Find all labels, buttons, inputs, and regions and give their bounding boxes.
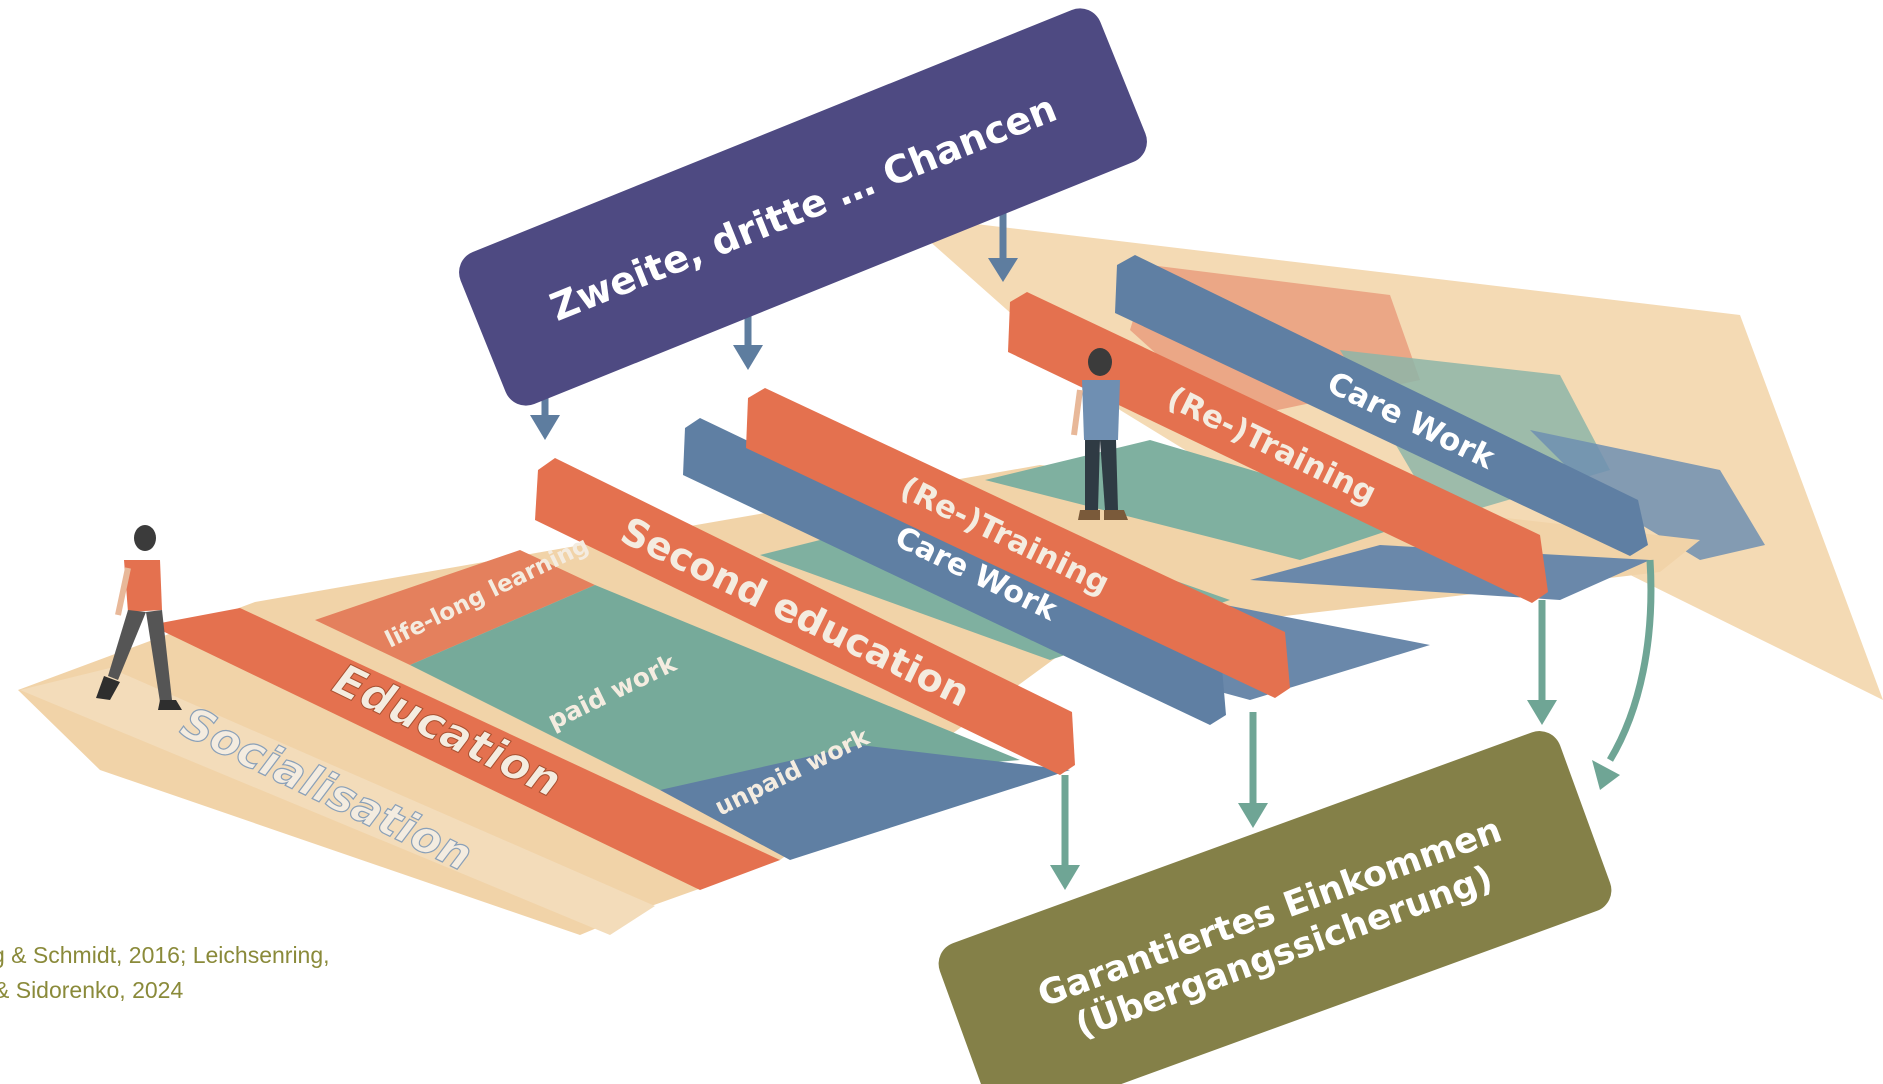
background-blue-sail [1530,430,1765,560]
retraining-wall-2 [1008,292,1548,603]
walking-woman-figure [96,525,182,710]
citation-line-2: & Sidorenko, 2024 [0,977,184,1003]
far-blue-area [1250,545,1650,600]
citation: g & Schmidt, 2016; Leichsenring, & Sidor… [0,938,460,1008]
education-band [150,608,780,890]
standing-man-figure [1071,348,1128,520]
second-education-wall [535,458,1075,775]
care-work-wall-1 [683,418,1226,725]
retraining-wall-1 [746,388,1290,698]
citation-line-1: g & Schmidt, 2016; Leichsenring, [0,942,330,968]
paid-work-region [410,585,1020,790]
socialisation-band [20,668,655,935]
life-long-learning-band [315,550,595,665]
arrows-to-bottom-box [1050,559,1655,890]
care-work-wall-2 [1115,255,1648,556]
unpaid-work-region [660,745,1070,860]
